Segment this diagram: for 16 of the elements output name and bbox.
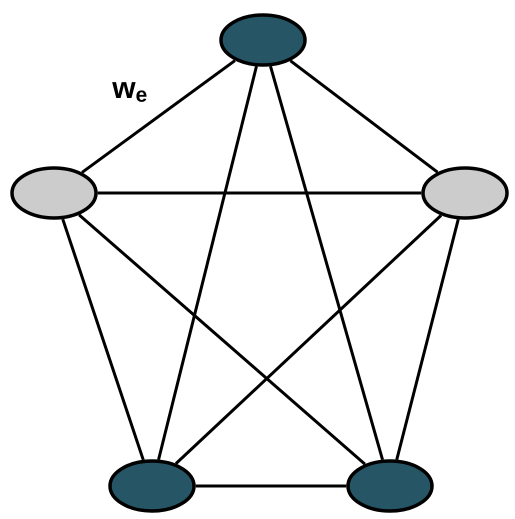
- graph-edge: [157, 66, 258, 460]
- graph-edge: [196, 484, 346, 488]
- graph-edge: [174, 214, 442, 465]
- graph-vertex: [108, 459, 196, 513]
- graph-vertex: [421, 166, 509, 220]
- graph-vertex: [10, 166, 98, 220]
- graph-edge: [395, 219, 460, 460]
- graph-edge: [61, 218, 145, 460]
- graph-edge: [290, 60, 438, 174]
- graph-edge: [269, 66, 384, 460]
- graph-edge: [98, 192, 422, 194]
- graph-edge: [78, 214, 366, 466]
- graph-edge: [81, 59, 236, 174]
- graph-vertex: [219, 13, 307, 67]
- weight-label: w$_{e}$: [112, 82, 147, 102]
- graph-vertex: [346, 459, 434, 513]
